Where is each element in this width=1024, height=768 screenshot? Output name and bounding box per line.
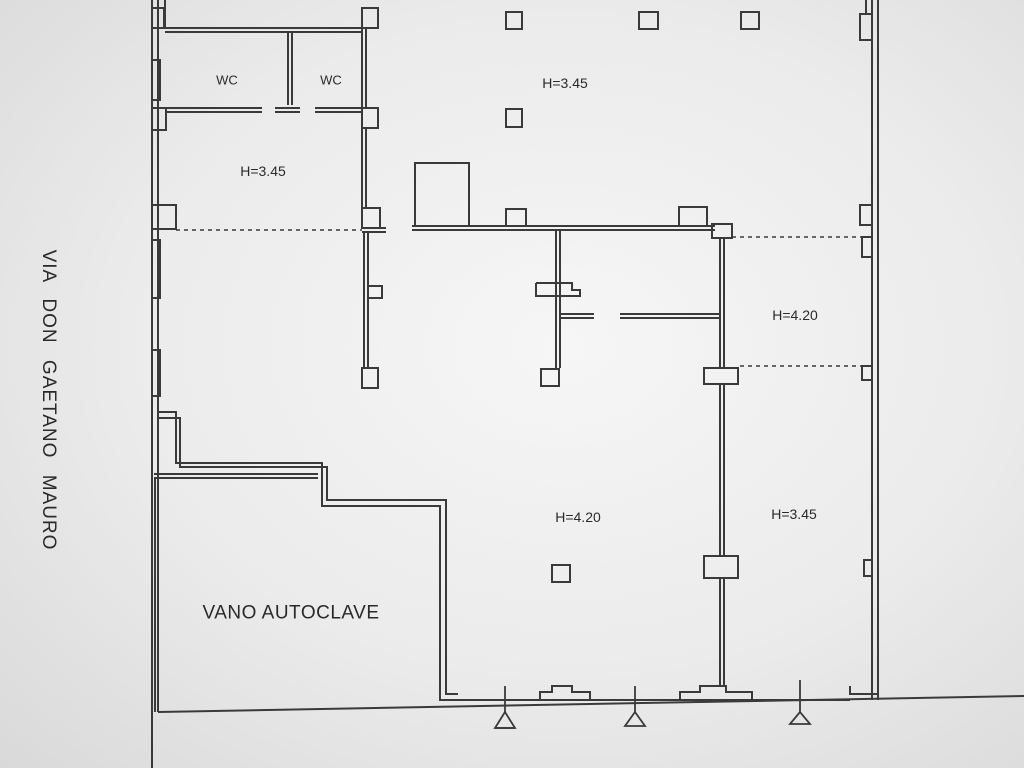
- autoclave-room-label: VANO AUTOCLAVE: [202, 602, 380, 624]
- wc-label-2: WC: [320, 72, 342, 88]
- dashed-partitions: [176, 229, 868, 367]
- center-main-height-label: H=4.20: [555, 509, 601, 525]
- right-exterior-wall: [849, 0, 879, 700]
- bottom-facade: [157, 685, 1024, 713]
- entrance-markers: [493, 680, 812, 729]
- top-left-height-label: H=3.45: [240, 163, 286, 179]
- wc-label-1: WC: [216, 72, 238, 88]
- central-walls: [361, 162, 739, 686]
- right-lower-height-label: H=3.45: [771, 506, 817, 522]
- top-main-height-label: H=3.45: [542, 75, 588, 91]
- wc-block-walls: [151, 0, 379, 230]
- street-name-label: VIA DON GAETANO MAURO: [38, 249, 59, 551]
- pillars: [505, 11, 760, 583]
- right-upper-height-label: H=4.20: [772, 307, 818, 323]
- autoclave-walls: [151, 239, 458, 712]
